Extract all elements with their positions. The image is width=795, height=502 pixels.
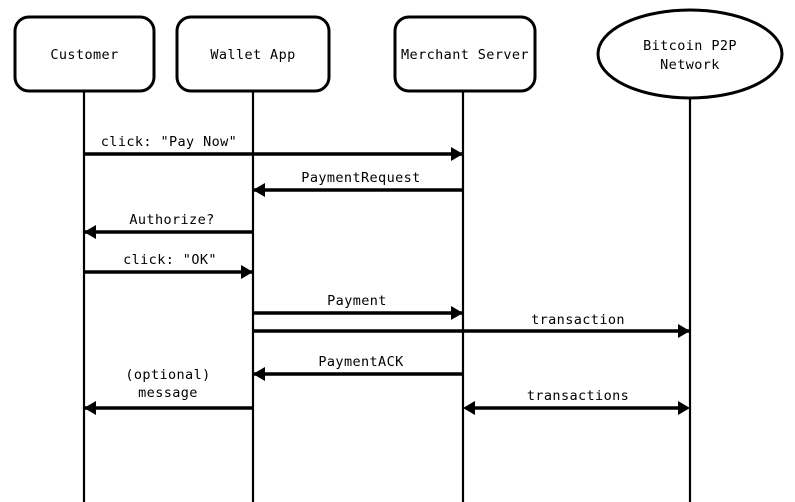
message-label-transaction: transaction — [531, 312, 625, 328]
participant-box-customer[interactable] — [13, 15, 156, 93]
arrowhead-m8 — [84, 401, 96, 415]
message-label-optional-line1: (optional) — [125, 367, 210, 383]
message-label-click-ok: click: "OK" — [123, 252, 217, 268]
arrowhead-m9 — [678, 401, 690, 415]
message-label-optional-line2: message — [138, 385, 198, 401]
participant-ellipse-bitcoin-p2p-network[interactable] — [596, 8, 784, 100]
message-label-click-pay-now: click: "Pay Now" — [101, 134, 237, 150]
message-label-payment: Payment — [327, 293, 387, 309]
participant-label-merchant-server: Merchant Server — [401, 47, 529, 63]
arrowhead-m3 — [84, 225, 96, 239]
message-label-payment-request: PaymentRequest — [301, 170, 420, 186]
participant-label-bitcoin-p2p-network-line1: Bitcoin P2P — [643, 38, 737, 54]
participant-label-wallet-app: Wallet App — [210, 47, 295, 63]
message-label-transactions: transactions — [527, 388, 629, 404]
arrowhead-m5 — [451, 306, 463, 320]
arrowhead-m2 — [253, 183, 265, 197]
participant-label-customer: Customer — [50, 47, 118, 63]
participant-label-bitcoin-p2p-network-line2: Network — [660, 57, 720, 73]
lifelines-group — [82, 91, 692, 502]
message-label-payment-ack: PaymentACK — [318, 354, 404, 370]
participant-box-merchant-server[interactable] — [393, 15, 537, 93]
participant-box-wallet-app[interactable] — [175, 15, 331, 93]
arrowhead-m4 — [241, 265, 253, 279]
arrowhead-m1 — [451, 147, 463, 161]
message-label-authorize: Authorize? — [129, 212, 214, 228]
messages-group — [84, 147, 690, 415]
arrowhead-m6 — [678, 324, 690, 338]
participant-labels-group: Customer Wallet App Merchant Server Bitc… — [50, 38, 737, 73]
participants-group — [13, 8, 784, 100]
arrowhead-m9 — [463, 401, 475, 415]
message-labels-group: click: "Pay Now" PaymentRequest Authoriz… — [101, 134, 629, 404]
arrowhead-m7 — [253, 367, 265, 381]
